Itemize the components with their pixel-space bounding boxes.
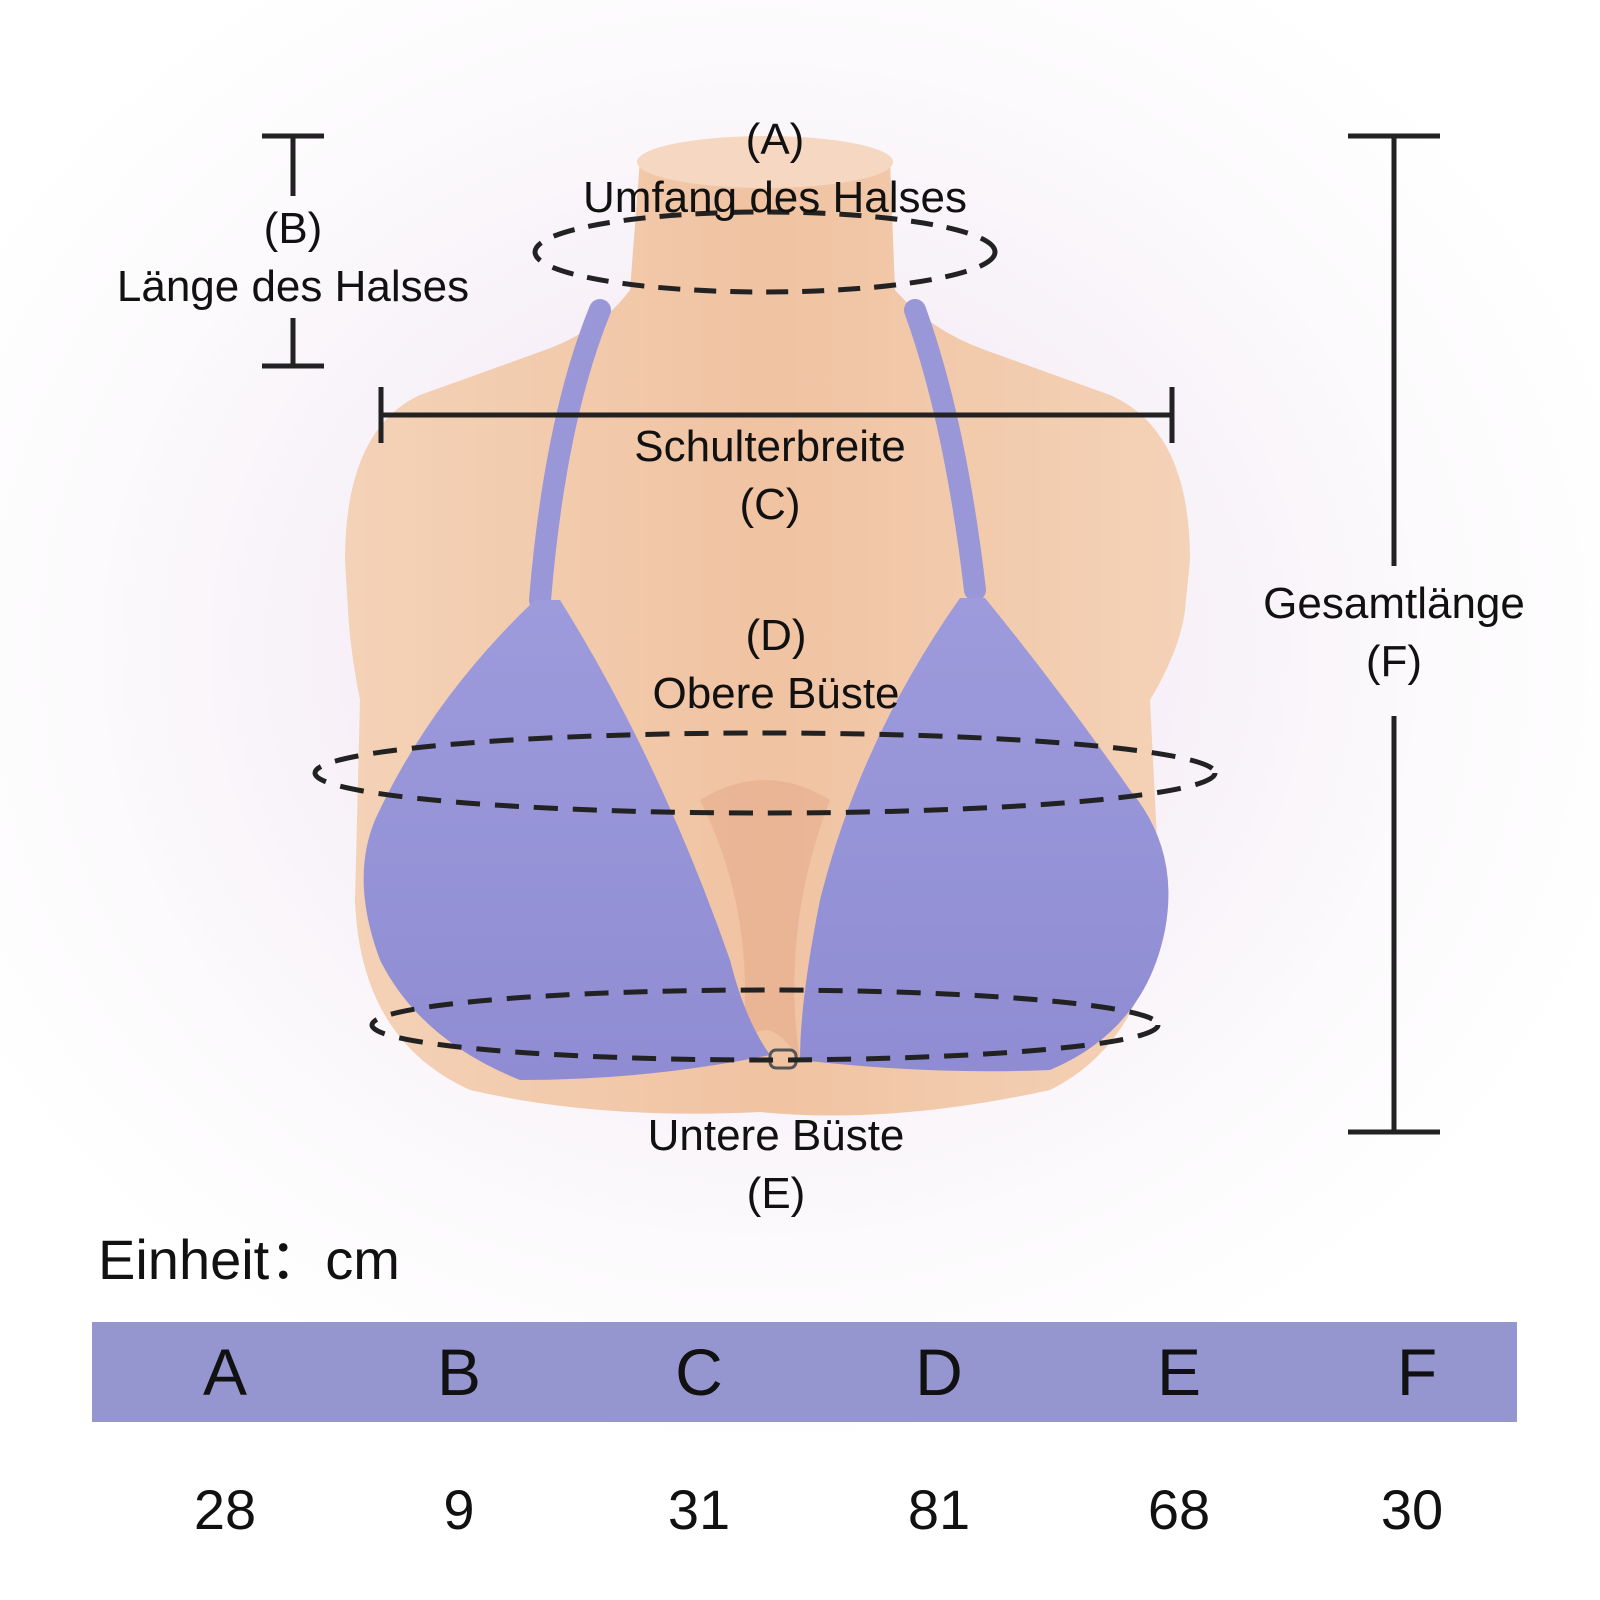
neck-circumference-line <box>532 209 998 295</box>
label-e-name: Untere Büste <box>647 1111 905 1160</box>
label-upper-bust: (D) Obere Büste <box>652 607 899 723</box>
label-d-name: Obere Büste <box>652 669 900 718</box>
label-b-name: Länge des Halses <box>116 262 470 311</box>
label-c-name: Schulterbreite <box>634 422 906 471</box>
table-value-cell: 9 <box>443 1478 475 1541</box>
under-bust-line <box>369 987 1161 1063</box>
label-f-name: Gesamtlänge <box>1263 579 1525 628</box>
label-neck-circumference: (A) Umfang des Halses <box>583 111 967 227</box>
label-a-name: Umfang des Halses <box>583 173 967 222</box>
label-c-letter: (C) <box>739 480 801 529</box>
table-value-cell: 30 <box>1380 1478 1444 1541</box>
unit-label: Einheit：cm <box>98 1228 400 1291</box>
table-header-cell: B <box>436 1335 482 1409</box>
table-value-cell: 28 <box>193 1478 257 1541</box>
table-header-cell: A <box>202 1335 248 1409</box>
label-total-length: Gesamtlänge (F) <box>1263 575 1525 691</box>
total-length-bracket <box>1348 133 1440 1135</box>
neck-length-bracket <box>262 133 324 369</box>
label-b-letter: (B) <box>263 204 323 253</box>
table-header-cell: C <box>675 1335 723 1409</box>
table-value-cell: 68 <box>1147 1478 1211 1541</box>
shoulder-width-line <box>378 387 1175 443</box>
label-f-letter: (F) <box>1365 637 1423 686</box>
label-under-bust: Untere Büste (E) <box>648 1107 905 1223</box>
table-header-cell: D <box>915 1335 963 1409</box>
label-e-letter: (E) <box>746 1169 806 1218</box>
label-d-letter: (D) <box>745 611 807 660</box>
table-value-cell: 81 <box>907 1478 971 1541</box>
label-shoulder-width: Schulterbreite (C) <box>634 418 905 534</box>
bikini-top <box>363 299 1169 1080</box>
label-a-letter: (A) <box>745 115 805 164</box>
size-table-header: A B C D E F <box>92 1322 1517 1422</box>
table-header-cell: F <box>1396 1335 1438 1409</box>
table-value-cell: 31 <box>667 1478 731 1541</box>
table-header-cell: E <box>1156 1335 1202 1409</box>
upper-bust-line <box>312 730 1218 816</box>
label-neck-length: (B) Länge des Halses <box>117 200 469 316</box>
